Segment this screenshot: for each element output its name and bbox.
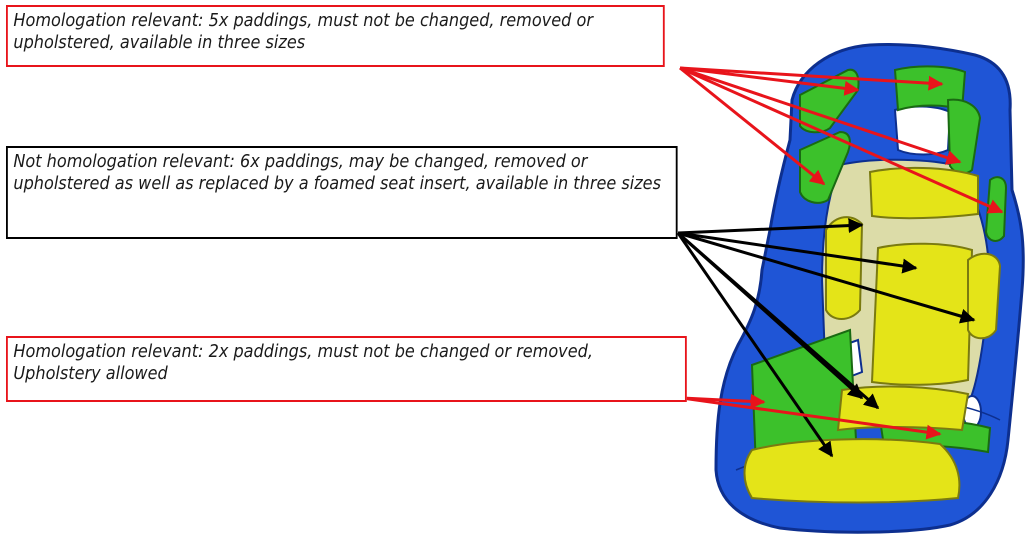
lower-red-callout: Homologation relevant: 2x paddings, must… (6, 336, 687, 402)
lower-red-callout-text: Homologation relevant: 2x paddings, must… (13, 342, 593, 384)
middle-black-callout: Not homologation relevant: 6x paddings, … (6, 146, 678, 239)
upper-red-callout-text: Homologation relevant: 5x paddings, must… (13, 11, 593, 53)
middle-black-arrows (676, 218, 976, 458)
upper-red-callout: Homologation relevant: 5x paddings, must… (6, 5, 665, 67)
middle-black-callout-text: Not homologation relevant: 6x paddings, … (13, 152, 661, 194)
upper-red-arrows (679, 66, 1004, 214)
yellow-paddings (743, 166, 1002, 504)
lower-red-arrows (681, 393, 942, 440)
